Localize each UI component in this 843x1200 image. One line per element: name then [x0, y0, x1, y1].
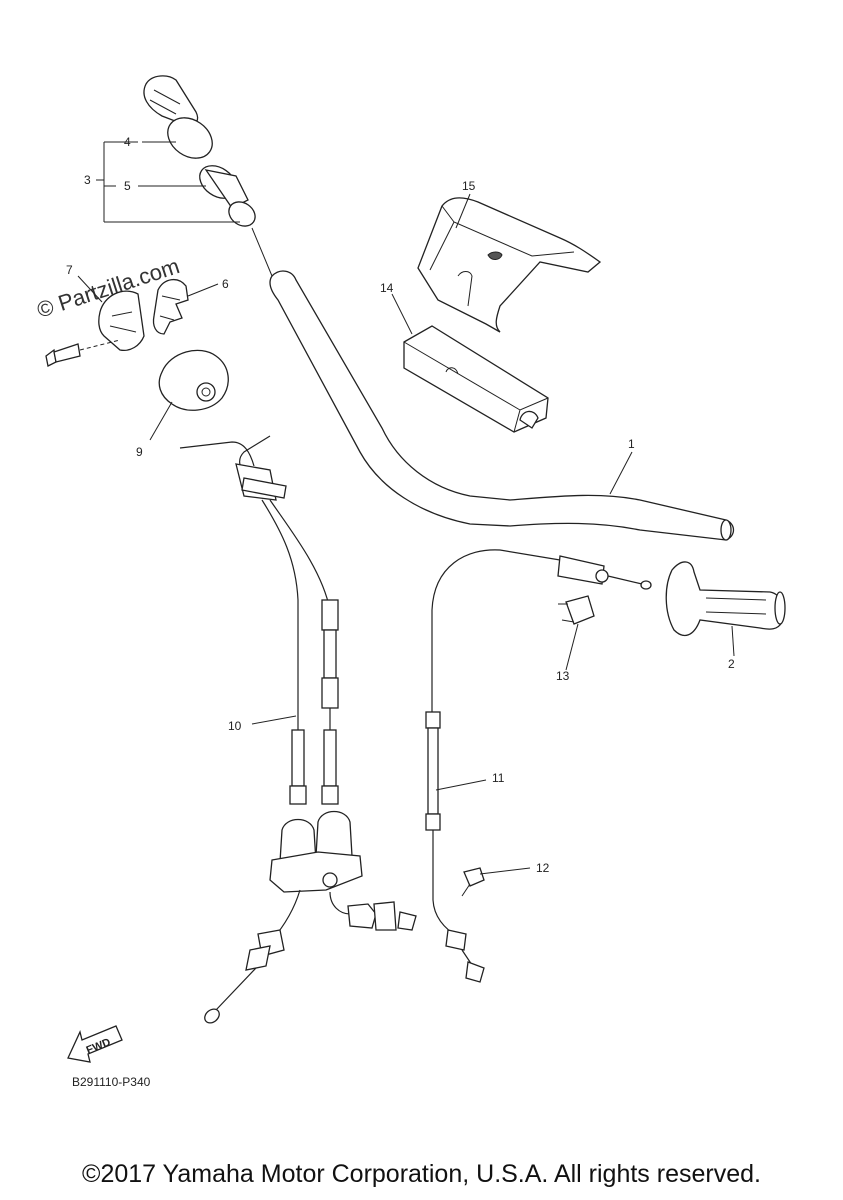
copyright-notice: ©2017 Yamaha Motor Corporation, U.S.A. A… [82, 1160, 761, 1188]
bar-pad-cover-part-15[interactable] [417, 197, 602, 333]
callout-11: 11 [492, 771, 505, 785]
callout-2: 2 [728, 657, 735, 671]
callout-6: 6 [222, 277, 229, 291]
left-grip-assembly-part-3[interactable] [143, 75, 273, 277]
clutch-cable-part-11[interactable] [425, 549, 652, 983]
callout-3: 3 [84, 173, 91, 187]
leader-lines [77, 141, 735, 875]
callout-7: 7 [66, 263, 73, 277]
throttle-housing-part-6[interactable] [152, 279, 189, 335]
throttle-housing-cap-part-7[interactable] [98, 290, 145, 352]
callout-15: 15 [462, 179, 476, 193]
callout-4: 4 [124, 135, 131, 149]
callout-12: 12 [536, 861, 550, 875]
callout-13: 13 [556, 669, 570, 683]
forward-arrow-icon: FWD [67, 1025, 123, 1063]
housing-screw[interactable] [45, 339, 121, 367]
callout-1: 1 [628, 437, 635, 451]
right-grip-part-2[interactable] [665, 561, 786, 637]
callout-10: 10 [228, 719, 242, 733]
diagram-reference-code: B291110-P340 [72, 1075, 151, 1089]
throttle-cable-part-10[interactable] [179, 435, 417, 1026]
callout-14: 14 [380, 281, 394, 295]
bar-pad-part-14[interactable] [403, 325, 549, 433]
callout-9: 9 [136, 445, 143, 459]
callout-5: 5 [124, 179, 131, 193]
cable-adjuster-part-13[interactable] [558, 595, 595, 625]
cable-fitting-part-12[interactable] [461, 867, 485, 897]
throttle-collar-part-9[interactable] [158, 349, 229, 411]
handlebar-part-1[interactable] [269, 270, 735, 541]
